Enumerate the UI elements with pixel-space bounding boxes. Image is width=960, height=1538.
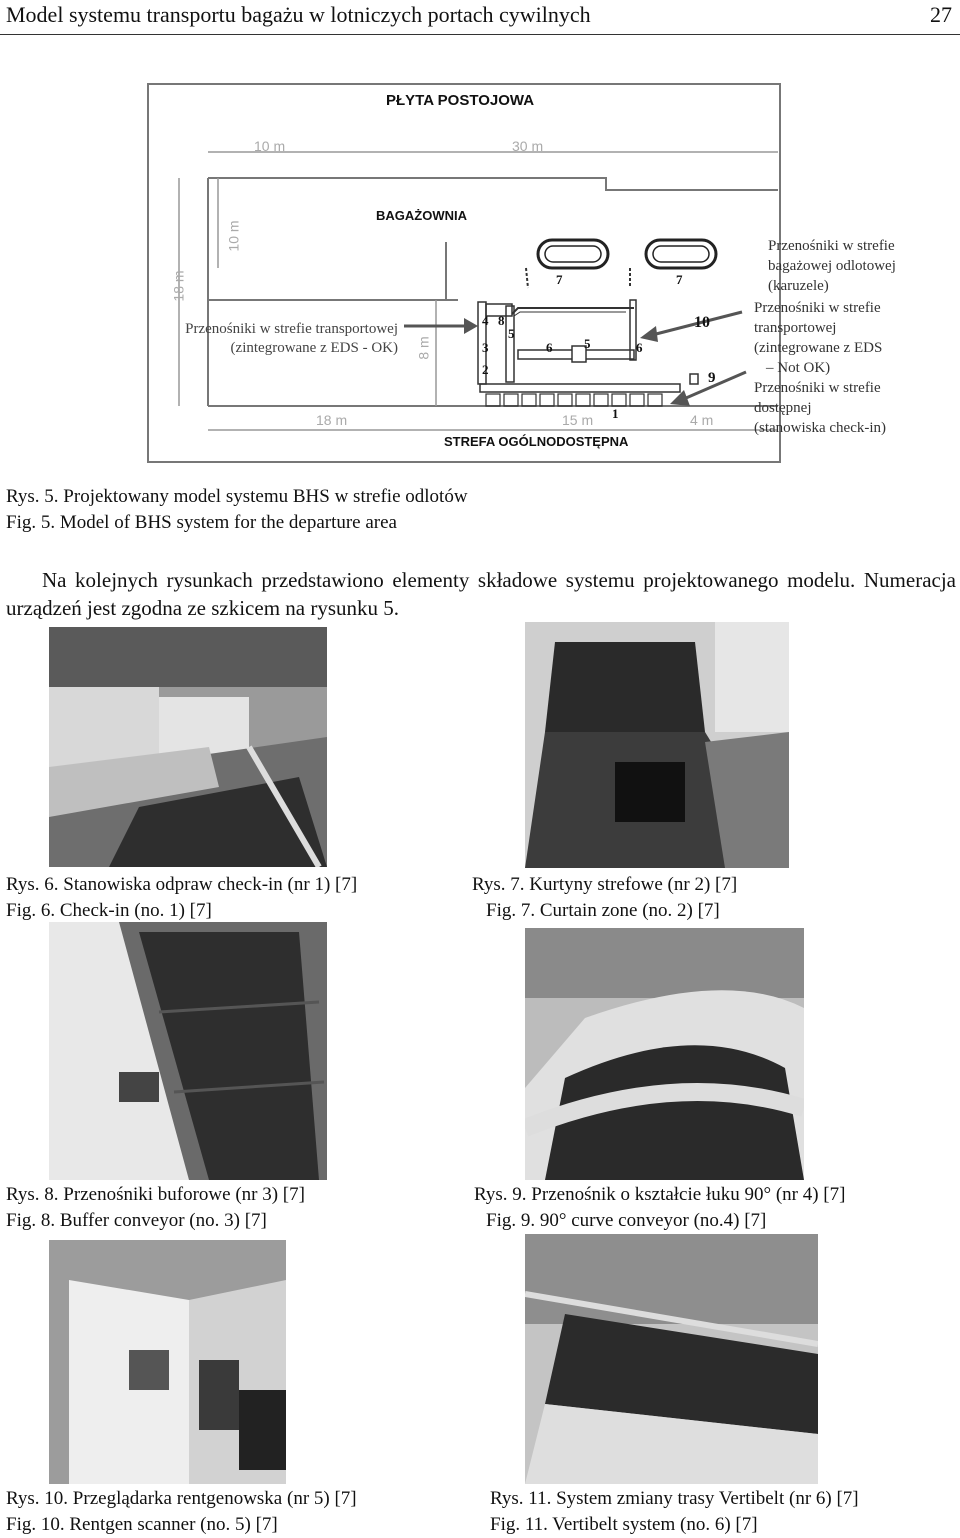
- fig7-caption-en: Fig. 7. Curtain zone (no. 2) [7]: [486, 900, 720, 921]
- device-number-3: 3: [482, 340, 489, 355]
- device-number-10: 10: [694, 314, 710, 331]
- right-annotation-c-2: dostępnej: [754, 400, 812, 416]
- device-number-2: 2: [482, 362, 489, 377]
- fig5-caption-pl: Rys. 5. Projektowany model systemu BHS w…: [6, 486, 468, 507]
- fig6-caption-en: Fig. 6. Check-in (no. 1) [7]: [6, 900, 212, 921]
- fig11-caption-pl: Rys. 11. System zmiany trasy Vertibelt (…: [490, 1488, 859, 1509]
- device-number-7a: 7: [556, 272, 563, 287]
- page-number: 27: [930, 2, 952, 27]
- photo-rentgen-scanner: [49, 1240, 286, 1484]
- right-annotation-b-1: Przenośniki w strefie: [754, 300, 881, 316]
- device-number-5a: 5: [508, 326, 515, 341]
- fig7-caption-pl: Rys. 7. Kurtyny strefowe (nr 2) [7]: [472, 874, 738, 895]
- dim-10m-top: 10 m: [254, 138, 286, 154]
- diagram-label-strefa: STREFA OGÓLNODOSTĘPNA: [444, 434, 629, 449]
- right-annotation-c-3: (stanowiska check-in): [754, 420, 887, 436]
- device-number-9: 9: [708, 370, 716, 386]
- dim-30m: 30 m: [512, 138, 544, 154]
- left-annotation: Przenośniki w strefie transportowej (zin…: [158, 320, 398, 358]
- device-number-6a: 6: [546, 340, 553, 355]
- device-number-7b: 7: [676, 272, 683, 287]
- fig11-caption-en: Fig. 11. Vertibelt system (no. 6) [7]: [490, 1514, 758, 1535]
- photo-buffer-conveyor: [49, 922, 327, 1180]
- dim-8m: 8 m: [415, 336, 432, 360]
- fig10-caption-pl: Rys. 10. Przeglądarka rentgenowska (nr 5…: [6, 1488, 357, 1509]
- dim-4m: 4 m: [690, 412, 714, 428]
- device-number-4: 4: [482, 313, 489, 328]
- dim-15m: 15 m: [562, 412, 594, 428]
- running-title: Model systemu transportu bagażu w lotnic…: [6, 2, 591, 27]
- right-annotation-b-2: transportowej: [754, 320, 837, 336]
- photo-curtain-zone: [525, 622, 789, 868]
- dim-18m-vertical: 18 m: [170, 270, 187, 302]
- right-annotation-a: Przenośniki w strefie bagażowej odlotowe…: [768, 236, 896, 296]
- photo-check-in: [49, 627, 327, 867]
- device-number-6b: 6: [636, 340, 643, 355]
- dim-18m-bottom: 18 m: [316, 412, 348, 428]
- photo-vertibelt: [525, 1234, 818, 1484]
- device-number-5b: 5: [584, 336, 591, 351]
- photo-curve-conveyor: [525, 928, 804, 1180]
- fig8-caption-en: Fig. 8. Buffer conveyor (no. 3) [7]: [6, 1210, 267, 1231]
- right-annotation-c-1: Przenośniki w strefie: [754, 380, 881, 396]
- device-number-8: 8: [498, 313, 505, 328]
- diagram-label-plyta: PŁYTA POSTOJOWA: [386, 92, 535, 109]
- right-annotation-a-3: (karuzele): [768, 278, 829, 294]
- left-annotation-line-1: Przenośniki w strefie transportowej: [185, 321, 398, 337]
- fig5-caption-en: Fig. 5. Model of BHS system for the depa…: [6, 512, 397, 533]
- right-annotation-a-1: Przenośniki w strefie: [768, 238, 895, 254]
- right-annotation-b-3: (zintegrowane z EDS: [754, 340, 883, 356]
- right-annotation-a-2: bagażowej odlotowej: [768, 258, 896, 274]
- right-annotation-b: Przenośniki w strefie transportowej (zin…: [754, 298, 882, 378]
- right-annotation-c: Przenośniki w strefie dostępnej (stanowi…: [754, 378, 886, 438]
- fig8-caption-pl: Rys. 8. Przenośniki buforowe (nr 3) [7]: [6, 1184, 305, 1205]
- fig9-caption-pl: Rys. 9. Przenośnik o kształcie łuku 90° …: [474, 1184, 846, 1205]
- fig9-caption-en: Fig. 9. 90° curve conveyor (no.4) [7]: [486, 1210, 767, 1231]
- bhs-layout-svg: [147, 83, 781, 463]
- fig10-caption-en: Fig. 10. Rentgen scanner (no. 5) [7]: [6, 1514, 278, 1535]
- bhs-layout-diagram: PŁYTA POSTOJOWA BAGAŻOWNIA STREFA OGÓLNO…: [146, 82, 782, 464]
- left-annotation-line-2: (zintegrowane z EDS - OK): [230, 340, 398, 356]
- running-header: Model systemu transportu bagażu w lotnic…: [0, 0, 960, 35]
- fig6-caption-pl: Rys. 6. Stanowiska odpraw check-in (nr 1…: [6, 874, 358, 895]
- diagram-label-bagazownia: BAGAŻOWNIA: [376, 208, 467, 223]
- right-annotation-b-4: – Not OK): [766, 360, 831, 376]
- dim-10m-vertical: 10 m: [225, 220, 242, 252]
- device-number-1: 1: [612, 406, 619, 421]
- body-paragraph: Na kolejnych rysunkach przedstawiono ele…: [6, 568, 956, 620]
